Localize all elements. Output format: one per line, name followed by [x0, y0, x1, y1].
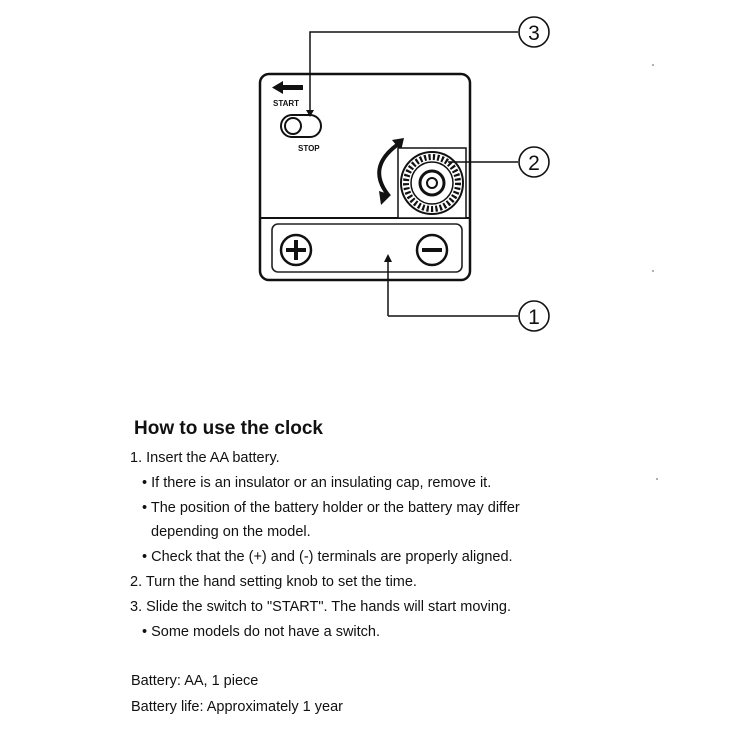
switch-stop-label: STOP — [298, 144, 320, 153]
step-1-note-position: • The position of the battery holder or … — [142, 499, 520, 516]
step-3-note-switch: • Some models do not have a switch. — [142, 623, 381, 640]
battery-life: Battery life: Approximately 1 year — [131, 699, 343, 715]
callout-3-leader — [306, 31, 518, 117]
step-3: 3. Slide the switch to "START". The hand… — [130, 598, 512, 615]
scan-speck — [656, 478, 658, 480]
minus-terminal-icon — [415, 233, 449, 267]
step-2: 2. Turn the hand setting knob to set the… — [130, 573, 417, 590]
battery-pointer-arrow-icon — [384, 254, 392, 316]
hand-setting-knob[interactable] — [397, 147, 467, 219]
instructions-section: How to use the clock 1. Insert the AA ba… — [130, 416, 690, 644]
step-1-note-terminals: • Check that the (+) and (-) terminals a… — [142, 549, 513, 566]
switch-start-label: START — [273, 99, 299, 108]
step-1-note-position-cont: depending on the model. — [151, 524, 311, 541]
battery-compartment — [271, 223, 463, 273]
callout-2-number: 2 — [528, 152, 540, 175]
step-1: 1. Insert the AA battery. — [130, 450, 280, 466]
clock-movement-diagram: START STOP 3 — [258, 16, 550, 332]
arrow-left-icon — [272, 81, 303, 94]
start-stop-switch[interactable] — [280, 114, 322, 138]
instructions-title: How to use the clock — [134, 418, 323, 439]
battery-specs: Battery: AA, 1 piece Battery life: Appro… — [131, 668, 343, 720]
scan-speck — [652, 270, 654, 272]
callout-3-circle — [518, 16, 550, 48]
callout-2-circle — [518, 146, 550, 178]
battery-type: Battery: AA, 1 piece — [131, 673, 259, 689]
callout-3-number: 3 — [528, 22, 540, 45]
callout-1-circle — [518, 300, 550, 332]
step-1-note-insulator: • If there is an insulator or an insulat… — [142, 474, 492, 491]
callout-1-number: 1 — [528, 306, 540, 329]
scan-speck — [652, 64, 654, 66]
plus-terminal-icon — [279, 233, 313, 267]
